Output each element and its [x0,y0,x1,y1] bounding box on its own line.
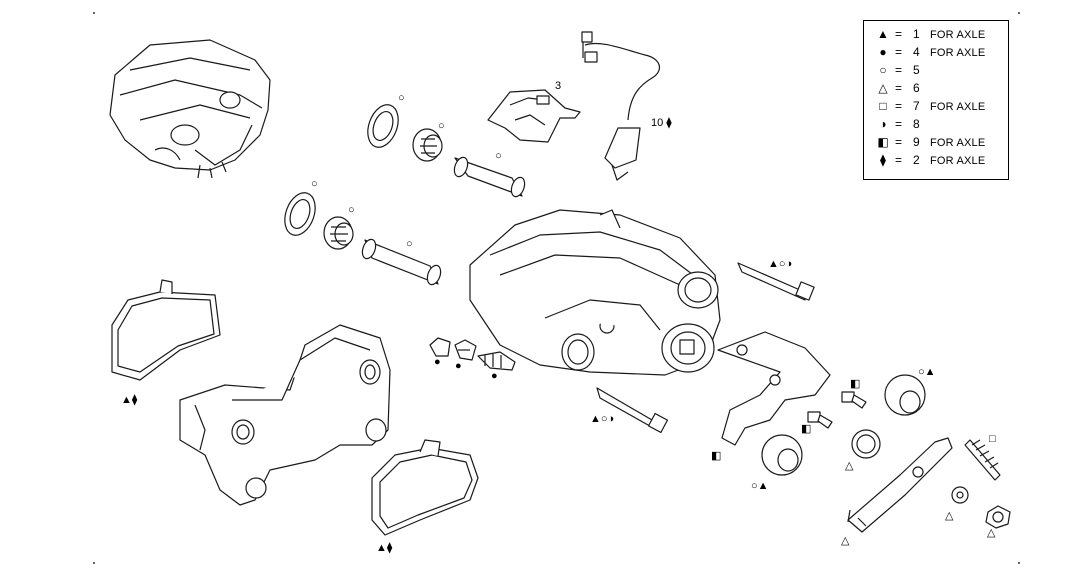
washer-drawing [951,486,969,504]
legend-number: 1 [913,27,920,41]
legend-equals: = [895,63,903,77]
legend-equals: = [895,153,903,167]
screw-2-drawing [807,411,833,429]
right-bush-2-drawing [761,434,803,476]
bleed-screw-drawing [477,351,516,371]
callout-bolt-lower: ▲○◑ [590,413,615,425]
legend-symbol: ○ [879,63,887,77]
legend-row: □ = 7 FOR AXLE [864,98,1010,116]
callout-bush-right2: ○▲ [751,480,769,492]
callout-bush-right1: ○▲ [918,366,936,378]
callout-screw2: ◧ [801,423,812,435]
wear-sensor-drawing [581,31,661,181]
callout-bush-mid: ○ [348,204,355,216]
legend-number: 9 [913,135,920,149]
dust-cap-a-drawing [429,337,451,357]
legend-note: FOR AXLE [930,155,986,167]
callout-lever: △ [841,535,850,547]
upper-bolt-drawing [737,262,815,301]
callout-sensor-wire: 10 ⧫ [651,117,672,129]
legend-row: ◧ = 9 FOR AXLE [864,134,1010,152]
dust-cap-b-drawing [454,339,477,361]
callout-bolt-upper: ▲○◑ [768,258,793,270]
legend-equals: = [895,81,903,95]
callout-washer: △ [945,510,954,522]
handbrake-lever-drawing [847,437,953,533]
legend-note: FOR AXLE [930,137,986,149]
corner-mark [1018,12,1020,14]
legend-symbol: ⧫ [880,153,886,167]
left-brake-pad-drawing [111,279,221,381]
legend-number: 5 [913,63,920,77]
caliper-housing-drawing [469,209,721,376]
callout-pin-top: ○ [495,150,502,162]
mid-guide-pin-drawing [361,238,442,286]
legend-row: ○ = 5 [864,62,1010,80]
top-bush-drawing [412,128,443,162]
callout-spring: □ [989,433,996,445]
callout-pin-mid: ○ [406,238,413,250]
legend-row: ⧫ = 2 FOR AXLE [864,152,1010,170]
assembled-caliper-drawing [109,39,271,179]
screw-1-drawing [841,391,867,409]
callout-screw1: ◧ [850,378,861,390]
legend-symbol: ▲ [877,27,889,41]
legend-note: FOR AXLE [930,47,986,59]
legend-number: 6 [913,81,920,95]
mid-bush-drawing [323,216,354,250]
nut-drawing [985,505,1011,529]
top-guide-pin-drawing [453,156,526,198]
callout-seal-mid: ○ [311,178,318,190]
callout-cap-a: ● [434,356,441,368]
legend-number: 4 [913,45,920,59]
seal-ring-drawing [851,429,881,459]
callout-nut: △ [987,527,996,539]
legend-note: FOR AXLE [930,29,986,41]
corner-mark [1018,562,1020,564]
callout-seal-ring: △ [845,460,854,472]
bottom-brake-pad-drawing [371,439,479,536]
legend-equals: = [895,117,903,131]
legend-symbol: △ [878,81,888,95]
callout-bleed: ● [491,370,498,382]
legend-symbol: ◑ [879,117,887,131]
mid-seal-drawing [284,192,316,236]
right-bush-1-drawing [884,374,926,416]
callout-cap-b: ● [455,360,462,372]
legend-row: ◑ = 8 [864,116,1010,134]
legend-number: 7 [913,99,920,113]
legend-row: ● = 4 FOR AXLE [864,44,1010,62]
legend-note: FOR AXLE [930,101,986,113]
symbol-legend: ▲ = 1 FOR AXLE ● = 4 FOR AXLE ○ = 5 △ = … [863,20,1009,180]
return-spring-drawing [964,439,1001,481]
legend-number: 8 [913,117,920,131]
lever-bracket-drawing [717,331,831,446]
corner-mark [93,12,95,14]
top-seal-drawing [367,104,399,148]
lower-bolt-drawing [596,387,669,434]
legend-equals: = [895,135,903,149]
legend-equals: = [895,45,903,59]
legend-symbol: ◧ [877,135,889,149]
corner-mark [93,562,95,564]
callout-bush-top: ○ [438,120,445,132]
legend-number: 2 [913,153,920,167]
legend-symbol: ● [879,45,887,59]
legend-row: ▲ = 1 FOR AXLE [864,26,1010,44]
legend-row: △ = 6 [864,80,1010,98]
callout-spring-plate: 3 [555,80,562,92]
legend-equals: = [895,27,903,41]
callout-pad-bottom: ▲⧫ [376,542,393,554]
legend-equals: = [895,99,903,113]
caliper-carrier-drawing [179,324,391,506]
callout-screw3: ◧ [711,450,722,462]
callout-pad-left: ▲⧫ [121,394,138,406]
callout-seal-top: ○ [398,92,405,104]
legend-symbol: □ [879,99,887,113]
spring-plate-drawing [487,89,581,143]
